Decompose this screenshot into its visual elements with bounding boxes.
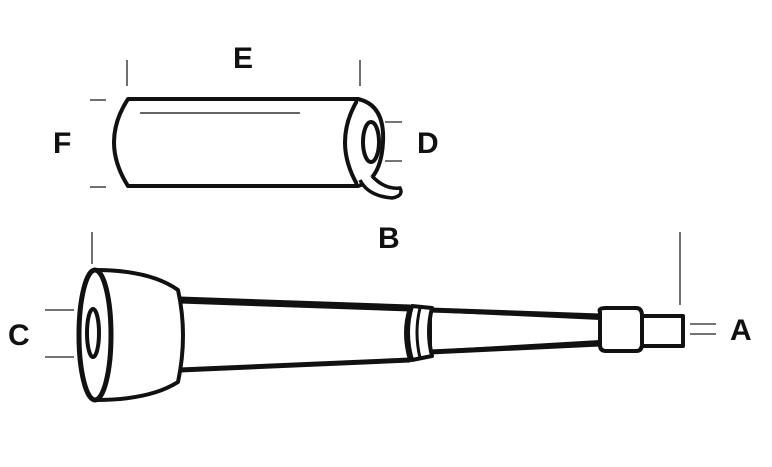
label-d: D (417, 127, 439, 160)
label-a: A (730, 314, 752, 347)
label-b: B (378, 222, 400, 255)
dimension-ticks-top (90, 60, 402, 188)
label-e: E (233, 42, 253, 75)
label-c: C (8, 319, 30, 352)
label-f: F (53, 127, 71, 160)
dimension-ticks-bottom (45, 232, 716, 358)
cylinder-part (112, 97, 403, 200)
tube-part (76, 267, 685, 403)
